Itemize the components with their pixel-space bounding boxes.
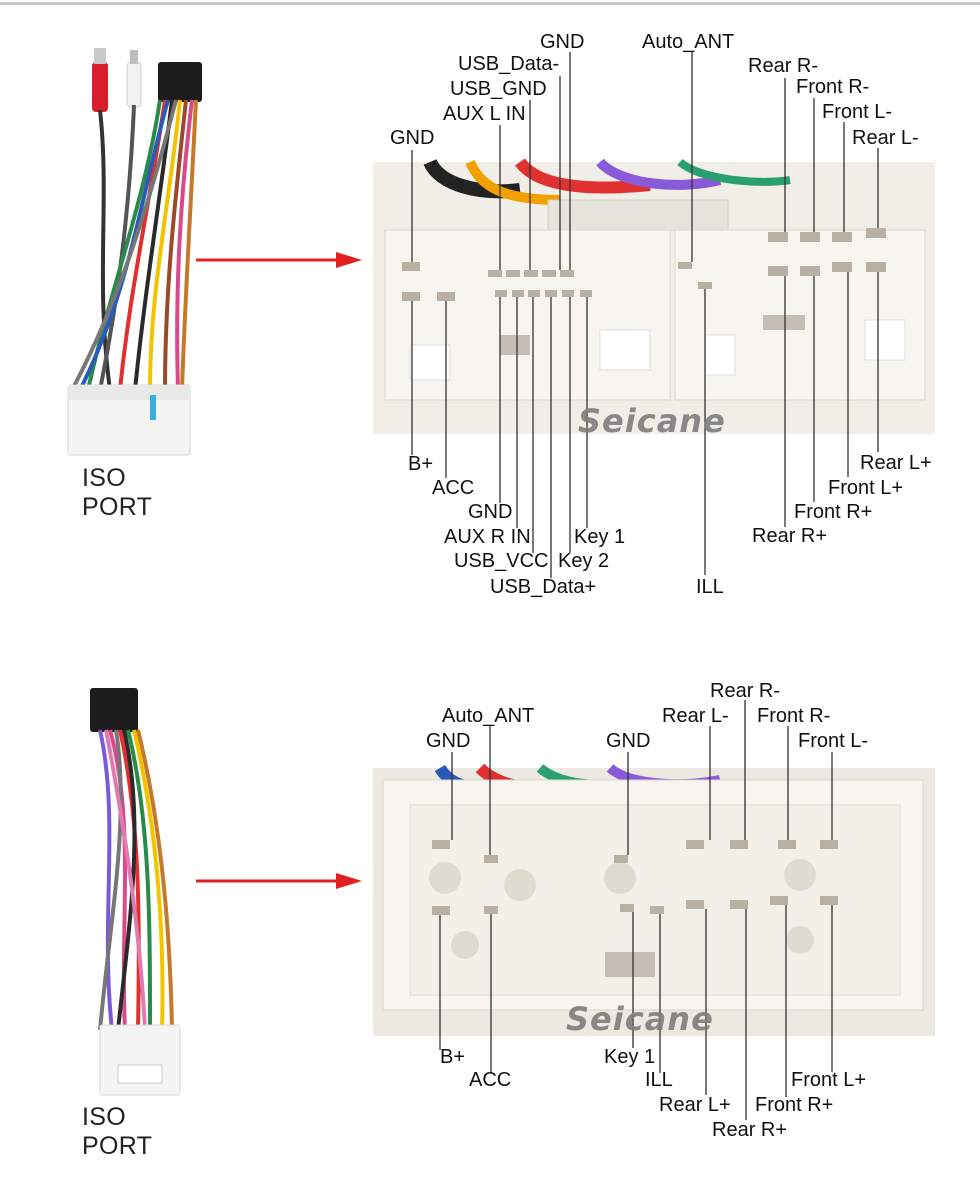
label-usb-data-minus: USB_Data- (458, 53, 560, 75)
watermark-logo: Seicane (578, 402, 726, 440)
arrow-1 (196, 252, 362, 268)
arrow-2 (196, 873, 362, 889)
label-rear-l-minus: Rear L- (852, 127, 919, 149)
label-key-1-2: Key 1 (604, 1046, 656, 1068)
label-aux-l-in: AUX L IN (443, 103, 526, 125)
label-gnd-bottom: GND (468, 501, 513, 523)
label-front-r-plus: Front R+ (794, 501, 873, 523)
label-front-l-minus: Front L- (822, 101, 893, 123)
label-key-2: Key 2 (558, 550, 610, 572)
leader-lines-2 (439, 700, 833, 1120)
label-auto-ant-2: Auto_ANT (442, 705, 535, 727)
label-front-l-minus-2: Front L- (798, 730, 869, 752)
iso-port-label: ISO PORT (82, 464, 153, 521)
panel-1: ISO PORT Seicane GND USB_Data- USB_GND A… (67, 31, 935, 598)
label-acc-2: ACC (469, 1069, 512, 1091)
label-rear-r-minus-2: Rear R- (710, 680, 781, 702)
label-front-l-plus-2: Front L+ (791, 1069, 867, 1091)
label-gnd-left-2: GND (426, 730, 471, 752)
label-front-r-minus: Front R- (796, 76, 870, 98)
label-rear-r-plus-2: Rear R+ (712, 1119, 788, 1141)
label-ill-2: ILL (645, 1069, 673, 1091)
label-gnd-mid-2: GND (606, 730, 651, 752)
panel-2-drawing (90, 688, 935, 1120)
label-b-plus: B+ (408, 453, 434, 475)
label-acc: ACC (432, 477, 475, 499)
watermark-logo-2: Seicane (566, 1000, 714, 1038)
connector-2-image (373, 763, 935, 1036)
label-usb-vcc: USB_VCC (454, 550, 549, 572)
label-front-r-plus-2: Front R+ (755, 1094, 834, 1116)
label-front-l-plus: Front L+ (828, 477, 904, 499)
label-front-r-minus-2: Front R- (757, 705, 831, 727)
label-rear-r-plus: Rear R+ (752, 525, 828, 547)
label-key-1: Key 1 (574, 526, 626, 548)
label-rear-l-minus-2: Rear L- (662, 705, 729, 727)
label-gnd-top-mid: GND (540, 31, 585, 53)
label-rear-l-plus: Rear L+ (860, 452, 932, 474)
label-ill: ILL (696, 576, 724, 598)
label-usb-gnd: USB_GND (450, 78, 547, 100)
iso-port-label-2: ISO PORT (82, 1103, 153, 1160)
leader-lines-1 (411, 52, 879, 578)
top-divider (0, 2, 980, 5)
label-rear-r-minus: Rear R- (748, 55, 819, 77)
label-gnd-top-left: GND (390, 127, 435, 149)
label-b-plus-2: B+ (440, 1046, 466, 1068)
label-usb-data-plus: USB_Data+ (490, 576, 597, 598)
label-aux-r-in: AUX R IN (444, 526, 531, 548)
label-auto-ant: Auto_ANT (642, 31, 735, 53)
panel-2: ISO PORT Seicane Auto_ANT GND GND Rear R… (0, 600, 980, 1200)
label-rear-l-plus-2: Rear L+ (659, 1094, 731, 1116)
panel-1-drawing (67, 48, 935, 578)
harness-2-image (90, 688, 181, 1096)
harness-1-image (67, 48, 202, 456)
connector-1-image (373, 158, 935, 434)
